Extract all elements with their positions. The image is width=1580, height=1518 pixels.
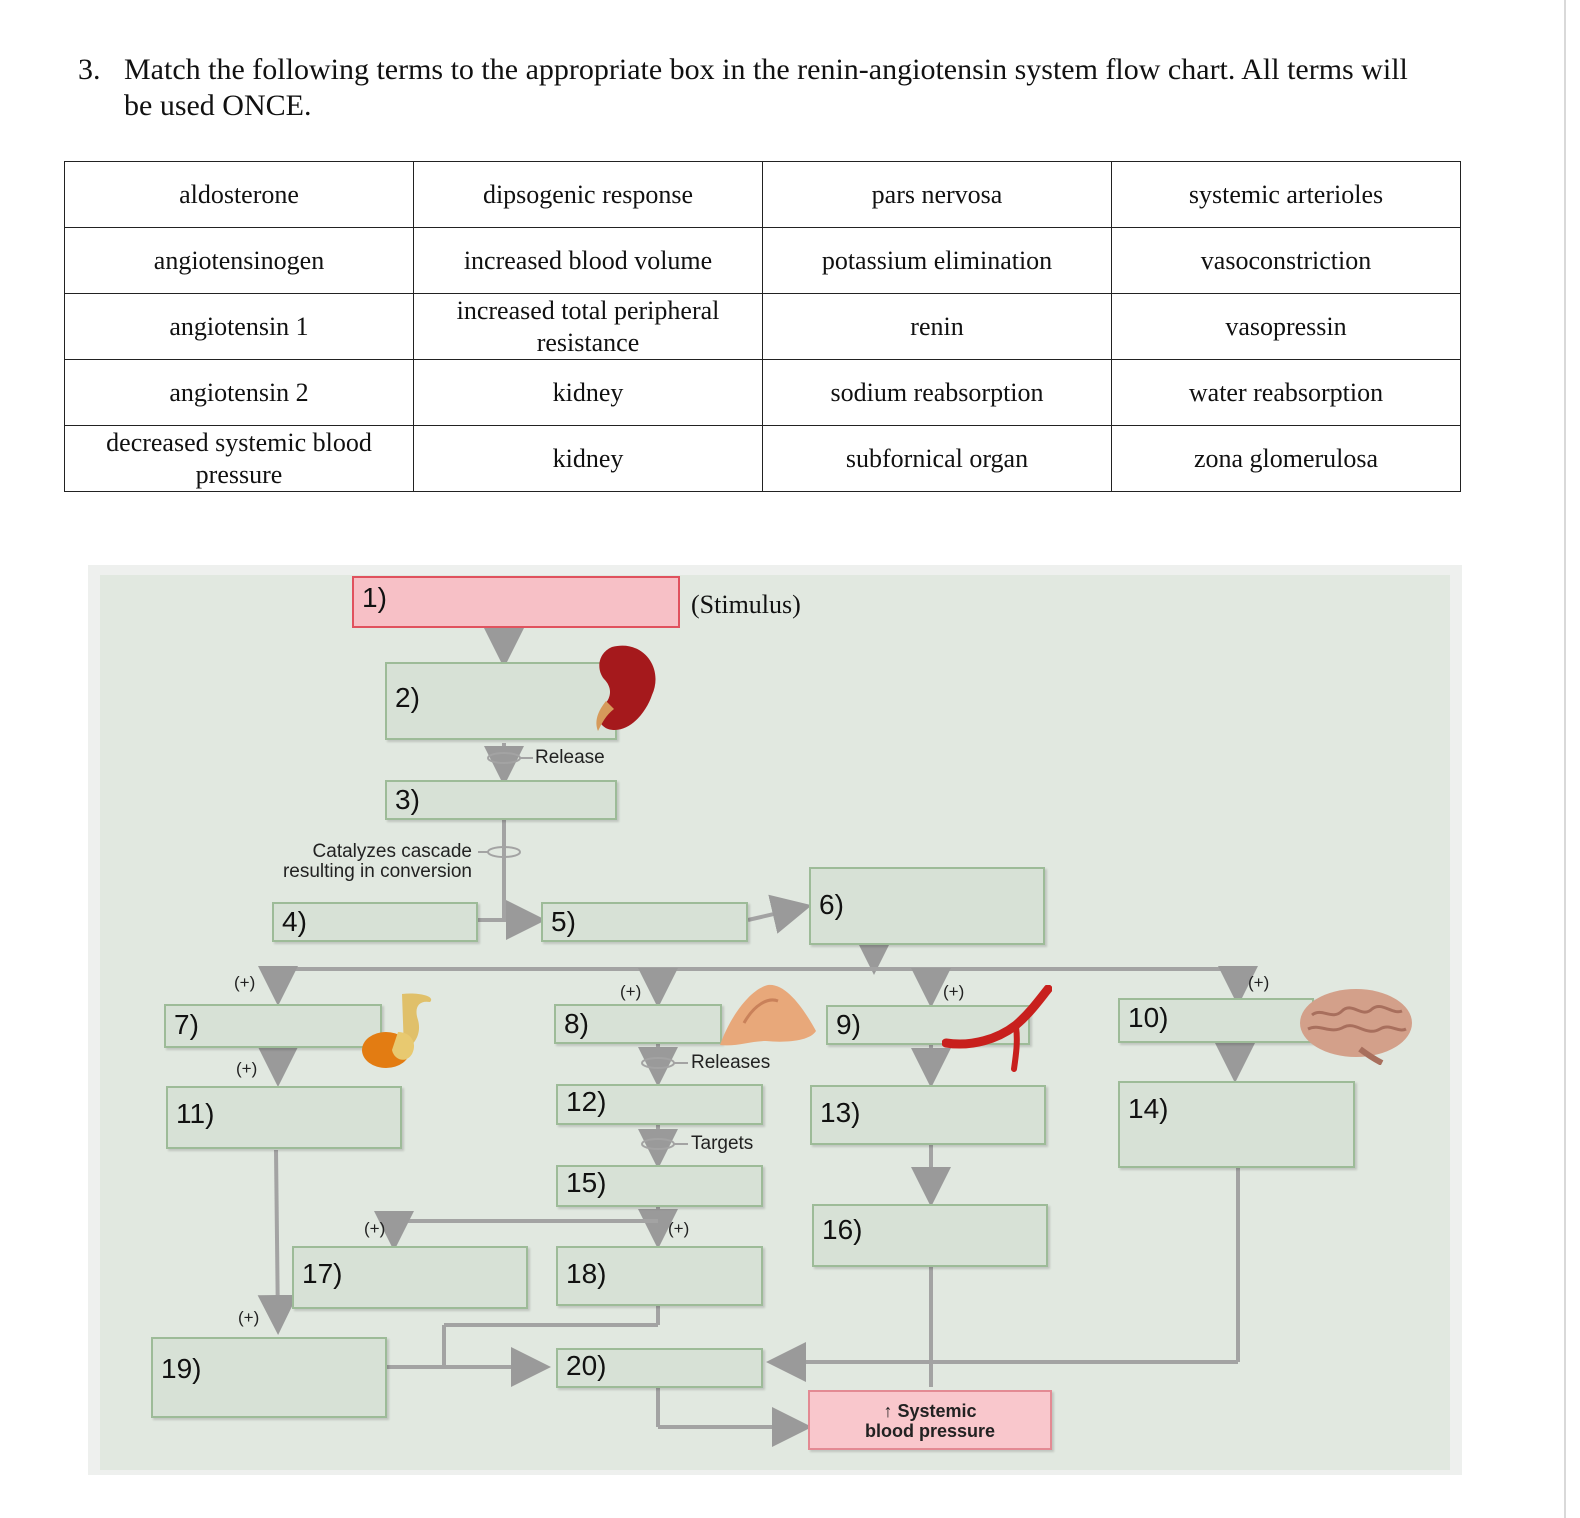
- box-5: 5): [541, 902, 748, 942]
- result-box: ↑ Systemic blood pressure: [808, 1390, 1052, 1450]
- box-3: 3): [385, 780, 617, 820]
- box-20: 20): [556, 1348, 763, 1388]
- plus-label: (+): [620, 982, 642, 1001]
- plus-label: (+): [364, 1219, 386, 1238]
- term-cell: aldosterone: [64, 161, 414, 228]
- releases-label: Releases: [691, 1052, 771, 1073]
- term-cell: decreased systemic blood pressure: [64, 425, 414, 492]
- table-row: angiotensinogen increased blood volume p…: [64, 227, 1461, 294]
- term-cell: sodium reabsorption: [762, 359, 1112, 426]
- term-cell: water reabsorption: [1111, 359, 1461, 426]
- box-16: 16): [812, 1204, 1048, 1267]
- box-11: 11): [166, 1086, 402, 1149]
- plus-label: (+): [943, 982, 965, 1001]
- box-15: 15): [556, 1165, 763, 1207]
- box-14: 14): [1118, 1081, 1355, 1168]
- catalyzes-label: Catalyzes cascade resulting in conversio…: [282, 841, 472, 882]
- box-2: 2): [385, 662, 617, 740]
- term-cell: vasoconstriction: [1111, 227, 1461, 294]
- box-8: 8): [554, 1004, 722, 1044]
- box-18: 18): [556, 1246, 763, 1306]
- stimulus-label: (Stimulus): [691, 590, 801, 619]
- result-label: ↑ Systemic blood pressure: [864, 1401, 996, 1441]
- table-row: angiotensin 2 kidney sodium reabsorption…: [64, 359, 1461, 426]
- terms-table: aldosterone dipsogenic response pars ner…: [64, 161, 1461, 492]
- table-row: decreased systemic blood pressure kidney…: [64, 425, 1461, 492]
- table-row: angiotensin 1 increased total peripheral…: [64, 293, 1461, 360]
- kidney-icon: [596, 645, 656, 731]
- box-10: 10): [1118, 998, 1314, 1043]
- term-cell: zona glomerulosa: [1111, 425, 1461, 492]
- term-cell: angiotensinogen: [64, 227, 414, 294]
- term-cell: potassium elimination: [762, 227, 1112, 294]
- question-number: 3.: [78, 53, 101, 86]
- box-6: 6): [809, 867, 1045, 945]
- artery-icon: [942, 985, 1052, 1072]
- box-12: 12): [556, 1084, 763, 1125]
- box-13: 13): [810, 1085, 1046, 1145]
- question-text: 3. Match the following terms to the appr…: [78, 52, 1478, 124]
- box-1: 1): [352, 576, 680, 628]
- brain-icon: [1300, 989, 1412, 1065]
- plus-label: (+): [236, 1059, 258, 1078]
- plus-label: (+): [238, 1308, 260, 1327]
- flowchart-figure: 1) (Stimulus) 2) Release 3) Catalyzes ca…: [88, 565, 1462, 1475]
- box-7: 7): [164, 1004, 382, 1048]
- plus-label: (+): [668, 1219, 690, 1238]
- question-line-1: Match the following terms to the appropr…: [124, 53, 1408, 86]
- plus-label: (+): [234, 973, 256, 992]
- term-cell: increased total peripheral resistance: [413, 293, 763, 360]
- box-17: 17): [292, 1246, 528, 1309]
- term-cell: increased blood volume: [413, 227, 763, 294]
- term-cell: dipsogenic response: [413, 161, 763, 228]
- box-19: 19): [151, 1337, 387, 1418]
- adrenal-gland-icon: [362, 993, 432, 1068]
- page-edge-line: [1564, 0, 1566, 1518]
- targets-label: Targets: [691, 1133, 754, 1154]
- plus-label: (+): [1248, 973, 1270, 992]
- term-cell: kidney: [413, 425, 763, 492]
- box-4: 4): [272, 902, 478, 942]
- term-cell: renin: [762, 293, 1112, 360]
- term-cell: subfornical organ: [762, 425, 1112, 492]
- term-cell: vasopressin: [1111, 293, 1461, 360]
- term-cell: pars nervosa: [762, 161, 1112, 228]
- table-row: aldosterone dipsogenic response pars ner…: [64, 161, 1461, 228]
- term-cell: kidney: [413, 359, 763, 426]
- release-label: Release: [535, 747, 605, 768]
- term-cell: angiotensin 2: [64, 359, 414, 426]
- term-cell: systemic arterioles: [1111, 161, 1461, 228]
- pituitary-icon: [720, 984, 816, 1046]
- term-cell: angiotensin 1: [64, 293, 414, 360]
- question-line-2: be used ONCE.: [124, 89, 312, 122]
